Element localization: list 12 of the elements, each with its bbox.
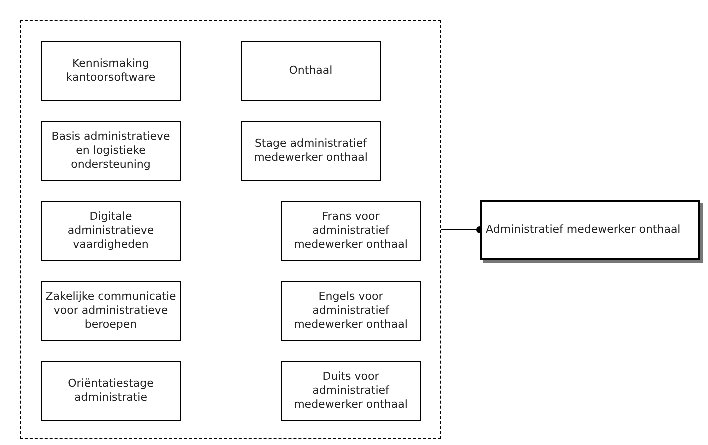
process-box: Frans voor administratief medewerker onthaal — [281, 201, 421, 261]
process-box: Zakelijke communicatie voor administratieve beroepen — [41, 281, 181, 341]
process-box: Oriëntatiestage administratie — [41, 361, 181, 421]
process-box: Stage administratief medewerker onthaal — [241, 121, 381, 181]
process-box: Onthaal — [241, 41, 381, 101]
process-box: Digitale administratieve vaardigheden — [41, 201, 181, 261]
process-box: Engels voor administratief medewerker onthaal — [281, 281, 421, 341]
group-frame — [20, 20, 441, 439]
process-box: Administratief medewerker onthaal — [480, 200, 700, 260]
process-box: Kennismaking kantoorsoftware — [41, 41, 181, 101]
process-box: Basis administratieve en logistieke ondersteuning — [41, 121, 181, 181]
process-box: Duits voor administratief medewerker onthaal — [281, 361, 421, 421]
